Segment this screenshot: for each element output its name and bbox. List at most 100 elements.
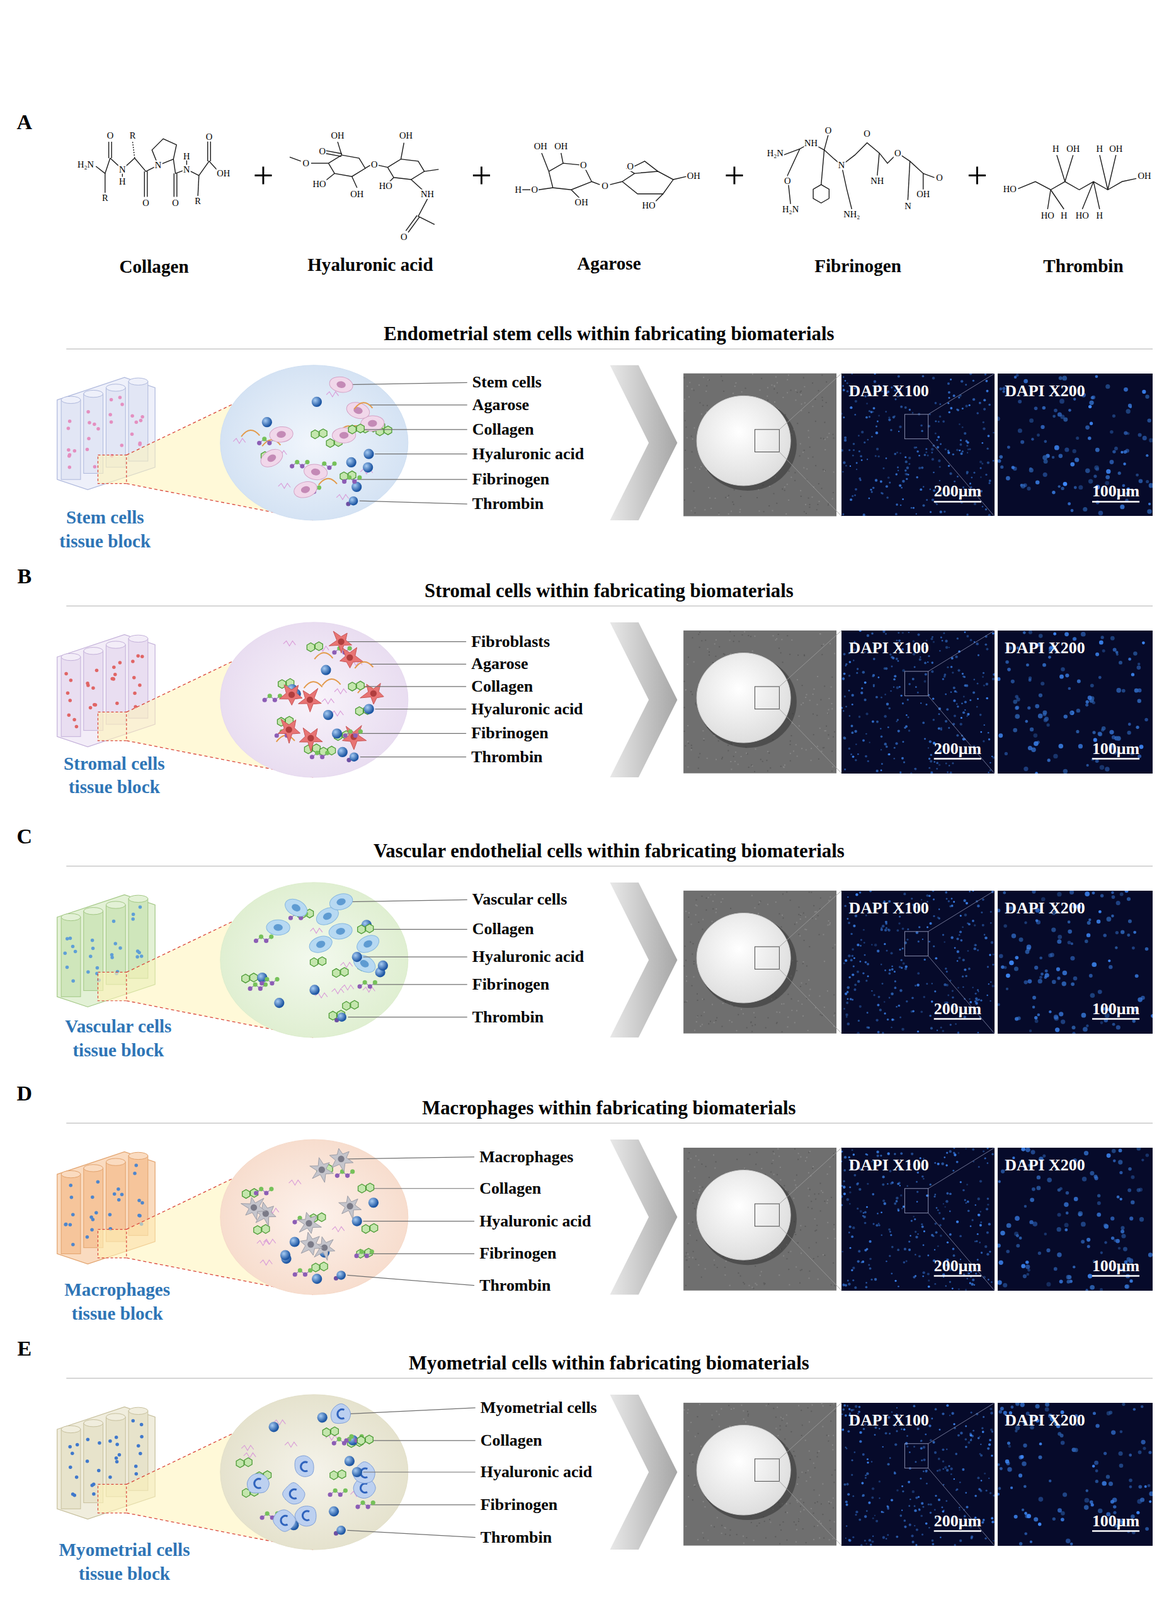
- tissue-cell: [71, 944, 75, 949]
- photo-speckle: [690, 435, 693, 438]
- tissue-cell: [134, 420, 139, 425]
- tissue-cell: [66, 690, 70, 695]
- photo-speckle: [767, 903, 769, 906]
- photo-speckle: [704, 508, 706, 511]
- heading-rule: [66, 605, 1153, 607]
- chemical-bond: [95, 158, 111, 174]
- photo-speckle: [831, 750, 833, 753]
- gel-photo: [683, 373, 837, 517]
- photo-speckle: [823, 1537, 825, 1539]
- photo-zoom-line: [779, 451, 842, 516]
- photo-speckle: [697, 1432, 699, 1435]
- photo-speckle: [746, 1027, 748, 1029]
- photo-speckle: [775, 638, 778, 640]
- photo-speckle: [802, 451, 804, 453]
- photo-speckle: [684, 449, 686, 451]
- photo-speckle: [699, 1189, 701, 1191]
- photo-speckle: [800, 1252, 802, 1255]
- chemical-bond: [1099, 154, 1108, 190]
- photo-speckle: [789, 653, 791, 656]
- photo-speckle: [780, 1416, 782, 1418]
- tissue-tube-top: [105, 1413, 126, 1421]
- cell-body: [328, 631, 352, 654]
- photo-speckle: [743, 1542, 745, 1544]
- fibrinogen-bead: [319, 754, 325, 759]
- photo-speckle: [821, 1014, 823, 1016]
- photo-speckle: [832, 1262, 834, 1264]
- tissue-cell: [108, 1475, 113, 1479]
- chemical-bond: [824, 134, 829, 150]
- flow-arrow: [609, 622, 678, 778]
- collagen-molecule: [330, 1470, 338, 1480]
- photo-speckle: [784, 1437, 786, 1440]
- tissue-cell: [117, 1197, 121, 1202]
- cell-body: [282, 1482, 305, 1505]
- leader-line: [362, 1220, 475, 1222]
- peptide-squiggle: [331, 1226, 344, 1232]
- tissue-cell: [137, 1198, 142, 1203]
- photo-speckle: [812, 713, 814, 715]
- tissue-cell: [68, 465, 72, 470]
- photo-speckle: [747, 1413, 749, 1415]
- chemical-bond: [673, 176, 687, 180]
- photo-speckle: [811, 382, 814, 384]
- photo-speckle: [728, 1404, 730, 1406]
- photo-speckle: [799, 1269, 802, 1272]
- tissue-cell: [120, 402, 125, 407]
- tissue-tube: [61, 1429, 81, 1509]
- photo-speckle: [803, 449, 805, 451]
- chemical-bond: [173, 173, 175, 197]
- photo-speckle: [724, 1266, 726, 1268]
- photo-speckle: [817, 1255, 819, 1258]
- fibrinogen-bead: [343, 733, 348, 738]
- photo-speckle: [690, 923, 693, 925]
- tissue-cell: [114, 941, 118, 946]
- photo-speckle: [755, 1163, 757, 1165]
- photo-speckle: [810, 1507, 812, 1510]
- photo-speckle: [819, 908, 821, 910]
- fibrinogen-bead: [272, 697, 278, 703]
- fibrinogen-bead: [348, 729, 353, 734]
- photo-speckle: [689, 381, 691, 383]
- photo-speckle: [794, 1148, 796, 1150]
- photo-speckle: [833, 1152, 835, 1154]
- flow-arrow: [609, 365, 678, 521]
- photo-speckle: [818, 934, 821, 936]
- photo-speckle: [832, 1448, 834, 1450]
- photo-speckle: [729, 1284, 731, 1287]
- photo-speckle: [803, 377, 805, 379]
- cell-body: [266, 919, 291, 936]
- photo-speckle: [715, 908, 717, 910]
- panel-illustration: [57, 866, 1153, 1038]
- photo-speckle: [689, 1452, 691, 1454]
- collagen-molecule: [311, 1262, 320, 1272]
- photo-speckle: [803, 939, 805, 941]
- tissue-cell: [91, 946, 96, 951]
- chemical-bond: [783, 142, 924, 191]
- photo-speckle: [796, 422, 799, 424]
- photo-speckle: [714, 655, 717, 657]
- hyaluronic-acid-bead: [351, 481, 362, 492]
- photo-speckle: [721, 756, 724, 758]
- chemical-bond: [378, 165, 388, 167]
- peptide-squiggle: [283, 640, 296, 646]
- photo-speckle: [694, 1166, 696, 1168]
- photo-speckle: [729, 1534, 731, 1536]
- photo-speckle: [778, 913, 780, 915]
- photo-speckle: [702, 918, 704, 921]
- photo-speckle: [684, 410, 686, 412]
- photo-speckle: [794, 471, 796, 474]
- photo-speckle: [783, 766, 785, 768]
- photo-speckle: [684, 745, 686, 747]
- photo-speckle: [701, 1023, 703, 1025]
- hyaluronic-acid-bead: [320, 665, 331, 676]
- photo-speckle: [824, 449, 826, 451]
- photo-speckle: [750, 1521, 753, 1523]
- photo-speckle: [794, 1179, 796, 1181]
- cell-nucleus: [288, 691, 295, 698]
- tissue-tube-top: [61, 1425, 81, 1433]
- photo-speckle: [758, 389, 761, 391]
- tissue-tube-top: [128, 634, 149, 642]
- chemical-bond: [144, 171, 145, 197]
- tissue-cell: [74, 1475, 79, 1479]
